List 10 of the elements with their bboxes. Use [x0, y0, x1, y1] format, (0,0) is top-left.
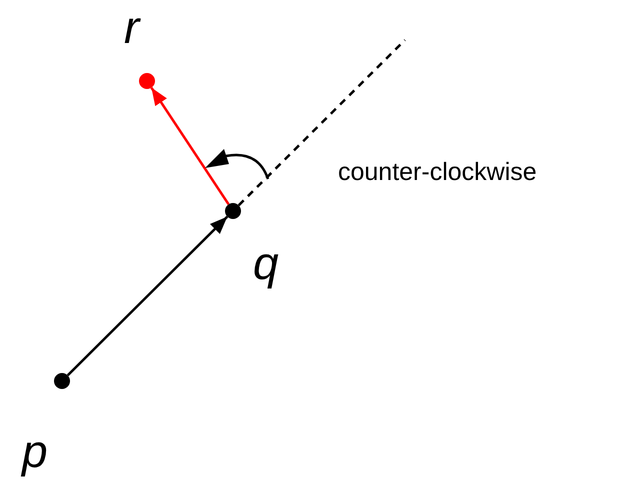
point-dot [139, 73, 155, 89]
dashed-line [238, 39, 406, 206]
point-label: q [253, 240, 279, 286]
point-label: p [22, 428, 48, 474]
point-label: r [124, 4, 140, 50]
arrow [150, 86, 230, 206]
point-dot [225, 203, 241, 219]
arrow [66, 216, 228, 376]
point-dot [54, 373, 70, 389]
rotation-label: counter-clockwise [338, 160, 537, 185]
